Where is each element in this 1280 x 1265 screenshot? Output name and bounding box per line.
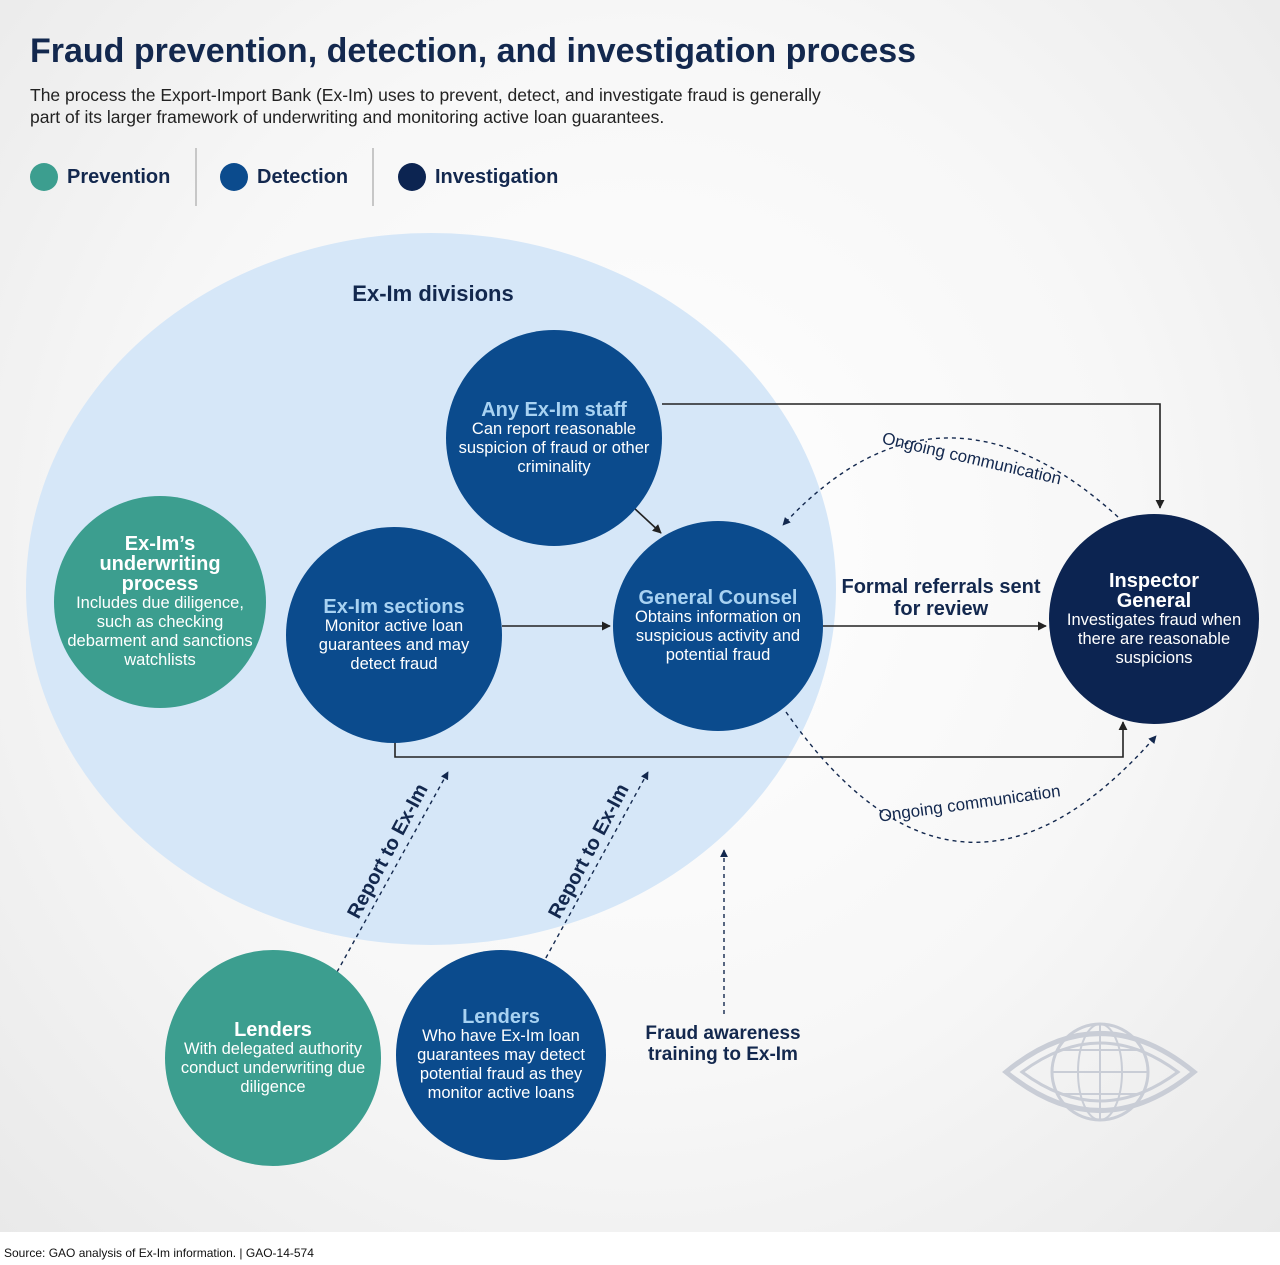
legend-divider [195,148,197,206]
edge-sections-to-inspector [394,721,1128,758]
node-title: Ex-Im’s underwriting process [99,533,221,595]
node-text: Includes due diligence, such as checking… [67,594,253,669]
node-underwriting-process: Ex-Im’s underwriting process Includes du… [54,496,266,708]
legend-swatch-investigation [398,163,426,191]
edge-layer [336,403,1198,1122]
node-title: Ex-Im sections [323,595,465,618]
node-title: Lenders [234,1018,312,1041]
legend-item-investigation: Investigation [398,163,558,191]
node-title: General Counsel [638,586,798,609]
node-text: Can report reasonable suspicion of fraud… [458,419,650,476]
legend-label-prevention: Prevention [67,165,171,188]
legend-swatch-detection [220,163,248,191]
node-title: Any Ex-Im staff [481,398,627,421]
node-text: Who have Ex-Im loan guarantees may detec… [417,1027,585,1102]
legend-label-detection: Detection [257,165,349,188]
legend-divider [372,148,374,206]
node-lenders-delegated: Lenders With delegated authority conduct… [165,950,381,1166]
figure-panel: Fraud prevention, detection, and investi… [0,0,1280,1232]
node-any-exim-staff: Any Ex-Im staff Can report reasonable su… [446,330,662,546]
node-inspector-general: Inspector General Investigates fraud whe… [1049,514,1259,724]
edge-ongoing-communication-bottom [785,711,1157,843]
page-title: Fraud prevention, detection, and investi… [30,32,917,70]
node-text: Monitor active loan guarantees and may d… [318,616,470,673]
legend-item-detection: Detection [220,163,348,191]
page-subtitle: The process the Export-Import Bank (Ex-I… [30,85,821,127]
node-text: With delegated authority conduct underwr… [180,1039,366,1096]
legend-label-investigation: Investigation [435,165,559,188]
node-text: Obtains information on suspicious activi… [634,607,801,664]
region-label: Ex-Im divisions [352,281,514,306]
node-general-counsel: General Counsel Obtains information on s… [613,521,823,731]
node-title: Inspector General [1108,569,1200,612]
edge-staff-to-counsel [632,506,662,534]
edge-ongoing-communication-top [782,437,1119,526]
eye-globe-icon [1002,1022,1198,1122]
label-fraud-awareness-training: Fraud awareness training to Ex-Im [645,1023,801,1065]
legend-item-prevention: Prevention [30,163,170,191]
legend-swatch-prevention [30,163,58,191]
edge-report-left [336,771,449,973]
edge-staff-to-inspector [662,403,1165,509]
node-text: Investigates fraud when there are reason… [1066,610,1242,667]
label-formal-referrals: Formal referrals sent for review [841,576,1041,620]
node-title: Lenders [462,1006,540,1028]
source-note: Source: GAO analysis of Ex-Im informatio… [4,1246,314,1260]
node-lenders-guarantees: Lenders Who have Ex-Im loan guarantees m… [396,950,606,1160]
edge-report-right [541,771,649,966]
node-exim-sections: Ex-Im sections Monitor active loan guara… [286,527,502,743]
